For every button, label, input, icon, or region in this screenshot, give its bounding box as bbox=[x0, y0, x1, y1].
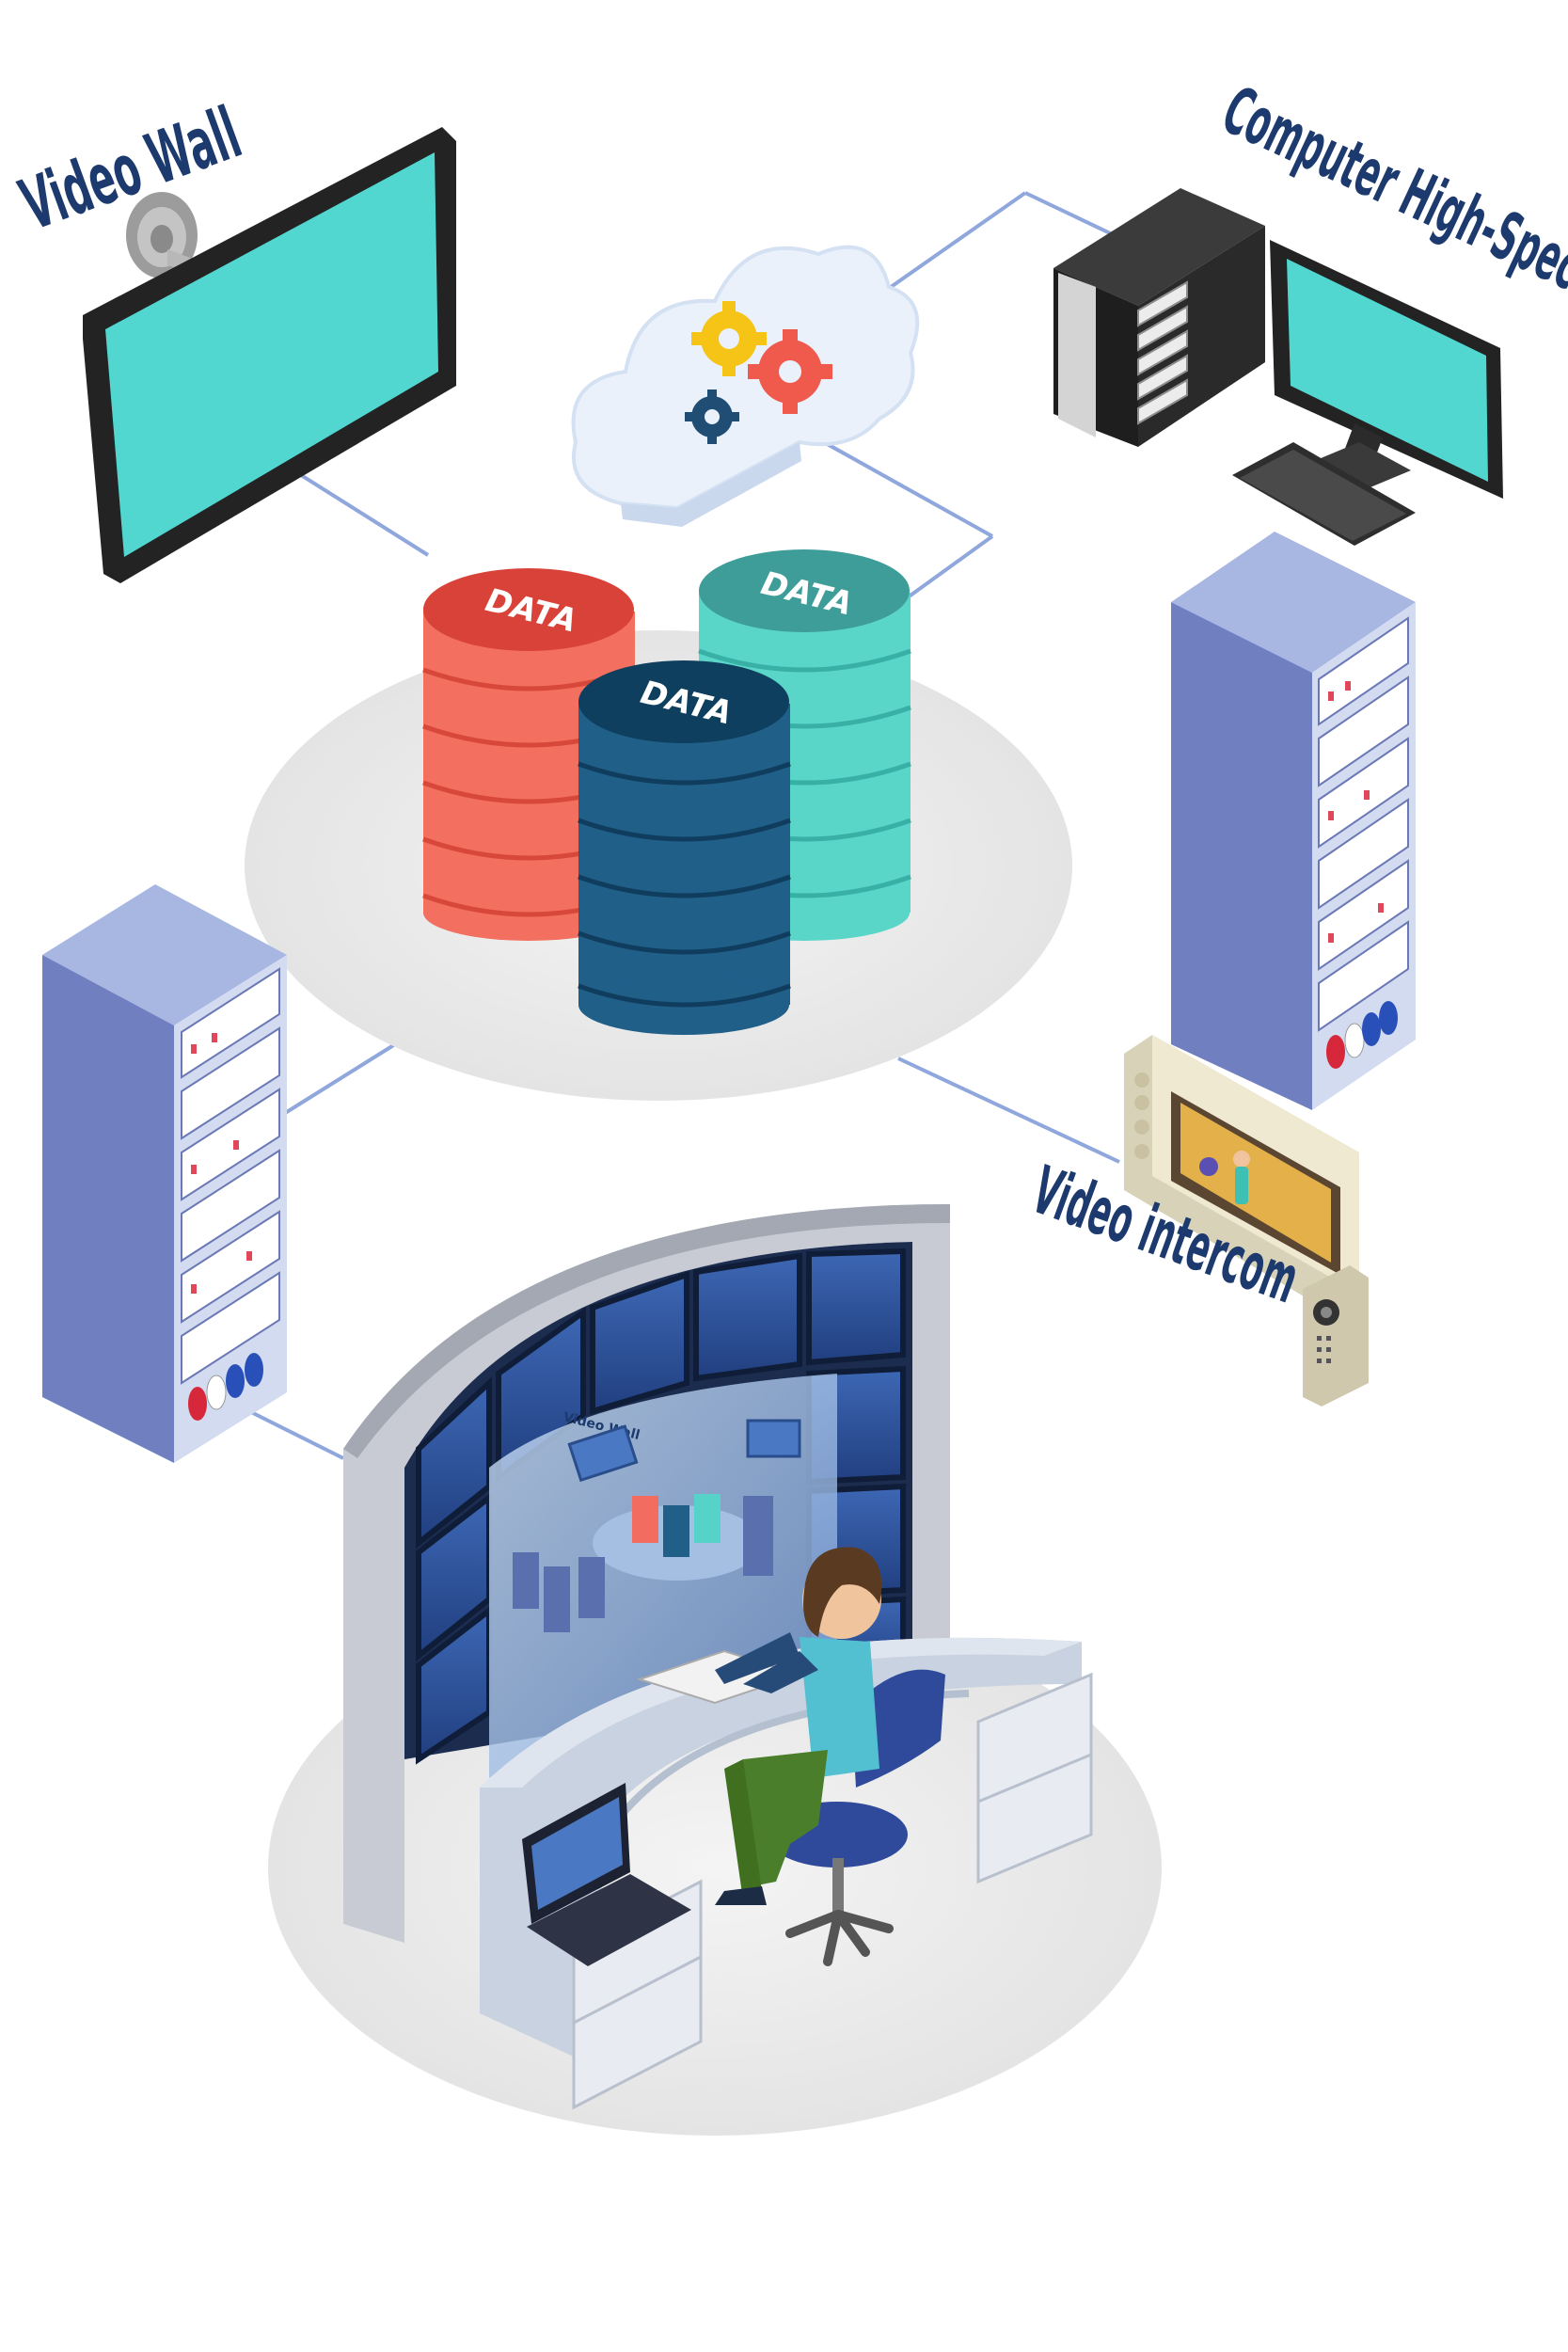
gear-red-icon bbox=[748, 329, 832, 414]
mini-rack-icon bbox=[513, 1496, 773, 1632]
connector-videowall-db bbox=[299, 473, 430, 557]
database-navy: DATA bbox=[578, 660, 791, 1035]
video-wall-screen bbox=[105, 152, 438, 557]
control-room: Video Wall bbox=[343, 1204, 1093, 2110]
video-intercom-device bbox=[1124, 1035, 1369, 1406]
operator-person bbox=[715, 1547, 882, 1905]
connector-left-rack-floor bbox=[280, 1042, 397, 1117]
holographic-panel: Video Wall bbox=[489, 1374, 837, 1778]
cable-bundle-icon bbox=[188, 1353, 263, 1421]
connector-cloud-computer bbox=[882, 191, 1027, 294]
connector-left-rack-desk bbox=[239, 1405, 344, 1460]
desk-drawer-right bbox=[976, 1672, 1093, 1884]
connector-floor-intercom bbox=[897, 1057, 1120, 1164]
connector-db-teal bbox=[906, 534, 994, 599]
curved-wall bbox=[343, 1204, 950, 1943]
intercom-person-icon bbox=[1199, 1151, 1250, 1204]
laptop-icon bbox=[522, 1783, 691, 1966]
intercom-keypad-icon bbox=[1303, 1265, 1369, 1406]
mini-db-icon bbox=[632, 1494, 721, 1557]
control-desk bbox=[480, 1637, 1093, 2110]
keyboard-icon bbox=[1232, 442, 1416, 546]
computer-high-spec-device bbox=[1053, 188, 1503, 546]
gear-yellow-icon bbox=[691, 301, 767, 376]
server-rack-right bbox=[1171, 532, 1416, 1110]
cable-bundle-icon bbox=[1326, 1001, 1398, 1069]
monitor-icon bbox=[1270, 240, 1503, 499]
gear-navy-icon bbox=[685, 389, 739, 444]
server-tower-icon bbox=[1053, 188, 1265, 447]
connector-computer-right bbox=[1024, 191, 1125, 242]
video-wall-device bbox=[83, 127, 456, 583]
cloud-gears-icon bbox=[571, 245, 920, 527]
server-rack-left bbox=[42, 884, 287, 1463]
